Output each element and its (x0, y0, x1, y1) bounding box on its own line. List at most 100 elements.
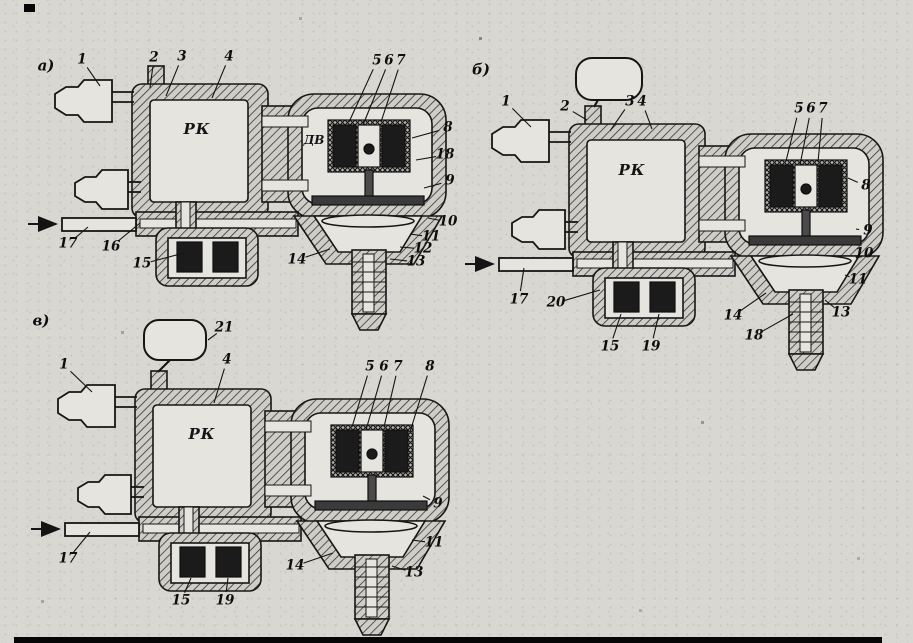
callout-v-21: 21 (214, 319, 234, 336)
leader-a-9 (423, 182, 442, 189)
callout-v-5: 5 (365, 358, 375, 375)
callout-v-14: 14 (285, 557, 305, 574)
leader-v-19 (225, 577, 229, 593)
callout-a-5: 5 (372, 52, 382, 69)
leader-v-15 (184, 577, 192, 593)
callout-a-4: 4 (224, 48, 234, 65)
callout-b-7: 7 (818, 100, 828, 117)
callout-a-1: 1 (77, 51, 87, 68)
leader-a-15 (150, 252, 185, 263)
callout-a-15: 15 (132, 255, 152, 272)
callout-b-17: 17 (509, 291, 529, 308)
leader-a-16 (117, 222, 141, 242)
leader-a-2 (149, 66, 154, 89)
chamber-label-a: ДВ (303, 133, 325, 147)
callout-a-18: 18 (435, 146, 455, 163)
callout-b-3: 3 (625, 93, 635, 110)
leader-b-5 (785, 117, 798, 162)
callout-a-14: 14 (287, 251, 307, 268)
callout-a-6: 6 (384, 52, 394, 69)
callout-v-6: 6 (379, 358, 389, 375)
leader-b-4 (644, 110, 653, 130)
leader-b-7 (817, 117, 823, 163)
leader-v-1 (70, 370, 93, 393)
callout-v-8: 8 (425, 358, 435, 375)
leader-b-8 (847, 177, 858, 183)
callout-v-4: 4 (222, 351, 232, 368)
callout-v-11: 11 (424, 534, 444, 551)
leader-v-13 (391, 565, 406, 571)
leader-v-9 (422, 495, 431, 501)
callout-a-9: 9 (445, 172, 455, 189)
leader-a-8 (411, 129, 440, 139)
callout-b-6: 6 (806, 100, 816, 117)
callout-b-18: 18 (744, 327, 764, 344)
leader-v-5 (351, 375, 368, 428)
leader-a-12 (399, 246, 415, 249)
callout-a-7: 7 (396, 52, 406, 69)
callout-a-12: 12 (413, 240, 433, 257)
callout-v-9: 9 (433, 495, 443, 512)
scan-artifact-corner (24, 4, 35, 12)
leader-b-19 (652, 313, 660, 339)
valve-assembly-a (28, 66, 446, 330)
callout-b-14: 14 (723, 307, 743, 324)
leader-a-4 (211, 65, 227, 99)
leader-v-14 (303, 552, 334, 564)
leader-b-1 (511, 107, 532, 128)
leader-a-11 (409, 233, 423, 237)
leader-b-6 (799, 117, 810, 166)
callout-b-2: 2 (560, 98, 570, 115)
leader-a-7 (380, 69, 399, 123)
scan-artifact-bottom-bar (14, 637, 882, 643)
reservoir-pipe-b (593, 99, 599, 108)
leader-b-2 (572, 111, 588, 121)
leader-b-3 (609, 109, 626, 132)
leader-b-10 (855, 256, 859, 259)
reservoir-balloon-v (143, 319, 207, 373)
callout-v-19: 19 (215, 592, 235, 609)
chamber-label-a: РК (183, 120, 211, 138)
callout-b-19: 19 (641, 338, 661, 355)
reservoir-pipe-v (157, 359, 171, 373)
callout-b-20: 20 (546, 294, 566, 311)
callout-v-17: 17 (58, 550, 78, 567)
leader-b-20 (564, 289, 601, 301)
callout-b-13: 13 (831, 304, 851, 321)
callout-b-9: 9 (863, 222, 873, 239)
leader-b-13 (824, 299, 835, 308)
callout-b-5: 5 (794, 100, 804, 117)
leader-v-21 (207, 332, 218, 341)
leader-b-17 (519, 267, 525, 292)
callout-a-13: 13 (406, 253, 426, 270)
leader-v-17 (73, 531, 91, 553)
scan-noise-specks (0, 0, 1, 1)
callout-b-11: 11 (848, 271, 868, 288)
leader-b-9 (855, 228, 860, 231)
leader-a-5 (348, 68, 374, 123)
leader-v-6 (365, 375, 383, 431)
chamber-label-v: РК (188, 425, 216, 443)
leader-a-13 (389, 258, 408, 262)
valve-assembly-b (465, 106, 883, 370)
panel-label-v: в) (32, 311, 50, 330)
callout-a-17: 17 (58, 235, 78, 252)
leader-a-10 (427, 217, 440, 221)
leader-a-17 (74, 226, 89, 239)
leader-v-11 (411, 539, 426, 543)
leader-a-6 (362, 69, 387, 126)
callout-v-1: 1 (59, 356, 69, 373)
callout-b-15: 15 (600, 338, 620, 355)
callout-b-8: 8 (861, 177, 871, 194)
panel-label-a: а) (37, 56, 55, 75)
leader-b-15 (612, 313, 622, 339)
callout-a-8: 8 (443, 119, 453, 136)
panel-label-b: б) (472, 60, 490, 79)
callout-b-10: 10 (854, 245, 874, 262)
valve-assembly-v (31, 371, 449, 635)
leader-v-4 (213, 368, 225, 404)
leader-b-18 (761, 313, 794, 333)
callout-v-7: 7 (393, 358, 403, 375)
leader-v-8 (409, 375, 428, 433)
